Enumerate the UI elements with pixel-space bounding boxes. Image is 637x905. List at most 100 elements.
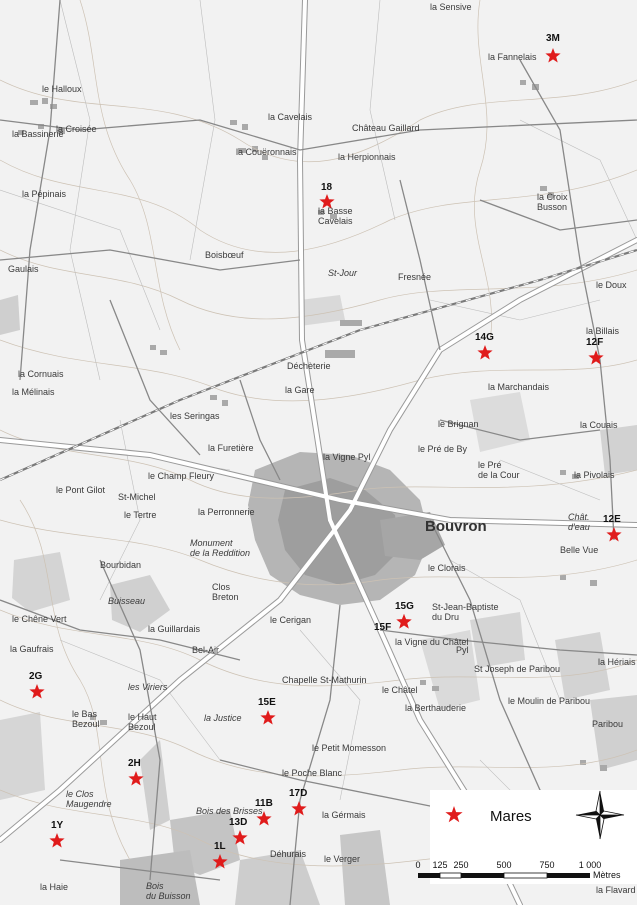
place-label: Bois des Brisses xyxy=(196,806,263,816)
place-label: la Furetière xyxy=(208,443,254,453)
site-star-icon[interactable] xyxy=(588,350,604,365)
site-label: 3M xyxy=(546,33,560,44)
site-star-icon[interactable] xyxy=(256,811,272,826)
place-label: les Seringas xyxy=(170,411,220,421)
site-label: 17D xyxy=(289,788,307,799)
place-label: la Hériais xyxy=(598,657,636,667)
place-label: Château Gaillard xyxy=(352,123,420,133)
site-star-icon[interactable] xyxy=(49,833,65,848)
scale-tick-label: 750 xyxy=(539,860,554,870)
site-marker-12f[interactable]: 12F xyxy=(586,337,604,365)
place-label: Bourbidan xyxy=(100,560,141,570)
site-marker-11b[interactable]: 11B xyxy=(255,798,273,826)
place-label: Chât.d'eau xyxy=(568,512,590,532)
place-label: la Berthauderie xyxy=(405,703,466,713)
site-label: 12F xyxy=(586,337,603,348)
place-label: la Gérmais xyxy=(322,810,366,820)
site-star-icon[interactable] xyxy=(396,614,412,629)
place-label: St-Michel xyxy=(118,492,156,502)
site-label: 2H xyxy=(128,758,141,769)
place-label: la Pépinais xyxy=(22,189,67,199)
site-marker-2h[interactable]: 2H xyxy=(128,758,144,786)
scale-tick-label: 1 000 xyxy=(579,860,602,870)
site-markers[interactable]: 3M 18 14G 12F 12E 15G 15F 2G 15E 2H 17D 11B 13D 1Y 1L xyxy=(29,33,622,869)
place-label: le Verger xyxy=(324,854,360,864)
place-label: la Couëronnais xyxy=(236,147,297,157)
place-label: le Poche Blanc xyxy=(282,768,343,778)
place-label: la Pivolais xyxy=(574,470,615,480)
place-label: Paribou xyxy=(592,719,623,729)
place-label: la Couais xyxy=(580,420,618,430)
scale-tick-label: 0 xyxy=(415,860,420,870)
place-label: le Tertre xyxy=(124,510,156,520)
place-label: Buisseau xyxy=(108,596,145,606)
site-star-icon[interactable] xyxy=(29,684,45,699)
site-label: 1L xyxy=(214,841,226,852)
place-label: la Vigne Pyl xyxy=(323,452,370,462)
site-star-icon[interactable] xyxy=(545,48,561,63)
site-star-icon[interactable] xyxy=(260,710,276,725)
site-marker-13d[interactable]: 13D xyxy=(229,817,248,845)
site-star-icon[interactable] xyxy=(291,801,307,816)
site-star-icon[interactable] xyxy=(477,345,493,360)
place-label: le Moulin de Paribou xyxy=(508,696,590,706)
site-star-icon[interactable] xyxy=(128,771,144,786)
site-label: 15E xyxy=(258,697,276,708)
site-marker-12e[interactable]: 12E xyxy=(603,514,622,542)
site-marker-18[interactable]: 18 xyxy=(319,182,335,209)
place-label: la Cavelais xyxy=(268,112,313,122)
site-label: 1Y xyxy=(51,820,64,831)
site-star-icon[interactable] xyxy=(212,854,228,869)
place-label: le Doux xyxy=(596,280,627,290)
place-label: le Pré de By xyxy=(418,444,468,454)
place-label: la Justice xyxy=(204,713,242,723)
north-arrow-icon xyxy=(575,790,625,840)
site-label: 11B xyxy=(255,798,273,809)
place-label: la Haie xyxy=(40,882,68,892)
place-label: Déhurais xyxy=(270,849,307,859)
place-label: la Sensive xyxy=(430,2,472,12)
place-label: le Cerigan xyxy=(270,615,311,625)
place-label: St Joseph de Paribou xyxy=(474,664,560,674)
site-label: 15F xyxy=(374,622,391,633)
place-label: les Viriers xyxy=(128,682,168,692)
place-label: Déchèterie xyxy=(287,361,331,371)
site-marker-3m[interactable]: 3M xyxy=(545,33,561,63)
place-label: le Champ Fleury xyxy=(148,471,215,481)
place-label: St-Jour xyxy=(328,268,358,278)
site-label: 14G xyxy=(475,332,494,343)
site-star-icon[interactable] xyxy=(319,194,335,209)
place-label: Boisbœuf xyxy=(205,250,244,260)
site-marker-14g[interactable]: 14G xyxy=(475,332,494,360)
site-marker-17d[interactable]: 17D xyxy=(289,788,307,816)
place-label: la Marchandais xyxy=(488,382,550,392)
site-label: 2G xyxy=(29,671,43,682)
site-marker-1l[interactable]: 1L xyxy=(212,841,228,869)
site-marker-2g[interactable]: 2G xyxy=(29,671,45,699)
place-label: la Cornuais xyxy=(18,369,64,379)
site-marker-1y[interactable]: 1Y xyxy=(49,820,65,848)
place-label: le Halloux xyxy=(42,84,82,94)
site-label: 15G xyxy=(395,601,414,612)
place-label: Gaulais xyxy=(8,264,39,274)
site-star-icon[interactable] xyxy=(606,527,622,542)
scale-unit: Mètres xyxy=(593,870,621,880)
site-star-icon[interactable] xyxy=(232,830,248,845)
place-label: la Fannelais xyxy=(488,52,537,62)
site-marker-15e[interactable]: 15E xyxy=(258,697,276,725)
site-label: 13D xyxy=(229,817,247,828)
site-marker-15f[interactable]: 15F xyxy=(374,614,412,633)
place-label: le Brignan xyxy=(438,419,479,429)
